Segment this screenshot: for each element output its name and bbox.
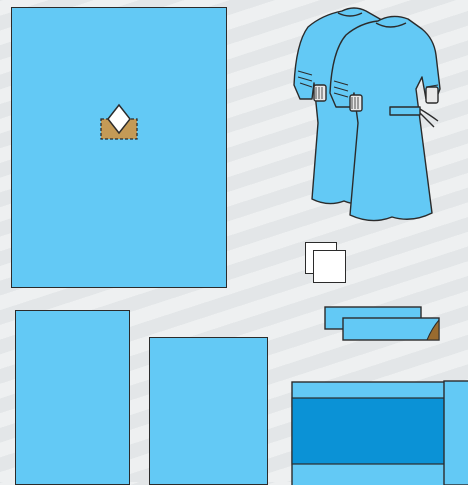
side-drape	[15, 310, 130, 485]
tape-strip-front	[343, 318, 439, 340]
belt-tie	[390, 107, 420, 115]
fenestration-icon	[100, 103, 140, 143]
table-cover-fold	[444, 381, 468, 485]
small-drape	[149, 337, 268, 485]
adhesive-tapes	[324, 306, 444, 342]
table-cover	[291, 380, 468, 485]
reinforced-band	[292, 398, 452, 464]
surgical-gowns	[288, 3, 448, 231]
hand-towel-front	[313, 250, 346, 283]
large-fenestrated-drape	[11, 7, 227, 288]
